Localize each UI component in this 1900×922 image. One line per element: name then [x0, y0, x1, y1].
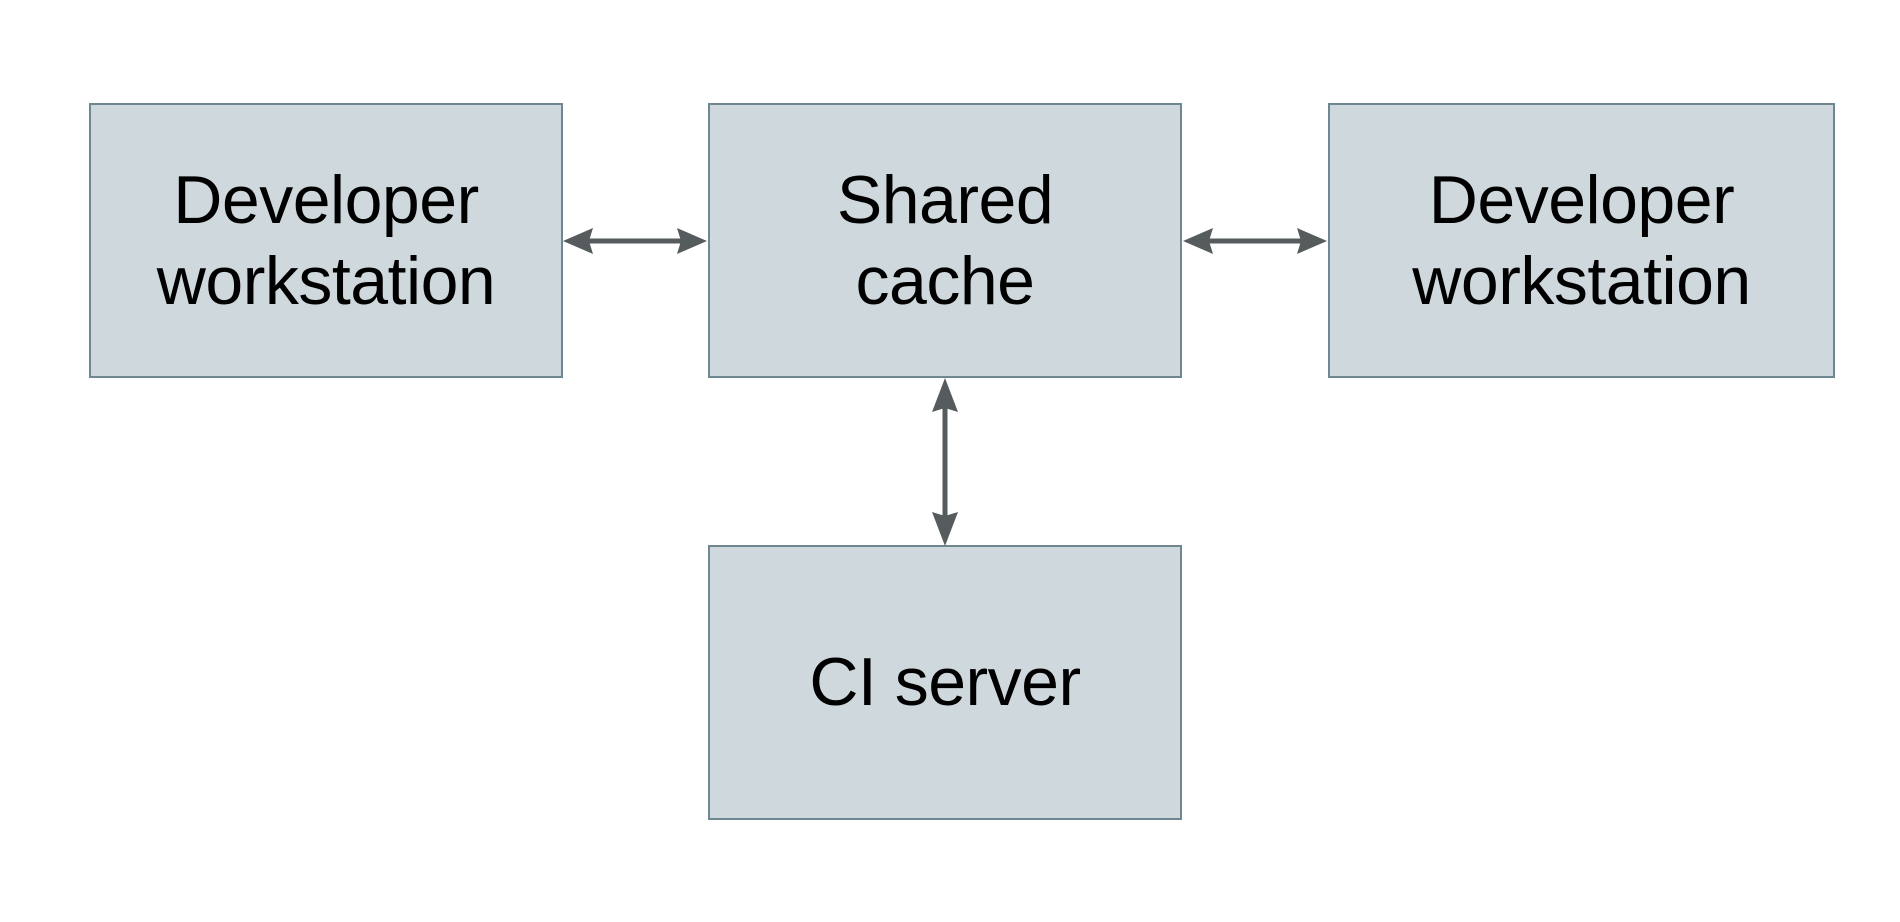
edge-developer-workstation-left-to-shared-cache — [563, 228, 707, 254]
double-arrow-icon — [563, 228, 707, 254]
node-label: Developer workstation — [1412, 162, 1751, 319]
node-label: Shared cache — [836, 162, 1054, 319]
node-label: Developer workstation — [156, 162, 496, 319]
node-label: CI server — [809, 644, 1081, 721]
node-ci-server[interactable]: CI server — [708, 545, 1182, 820]
double-arrow-icon — [932, 378, 958, 546]
edge-shared-cache-to-ci-server — [932, 378, 958, 546]
node-developer-workstation-left[interactable]: Developer workstation — [89, 103, 563, 378]
node-developer-workstation-right[interactable]: Developer workstation — [1328, 103, 1835, 378]
edge-shared-cache-to-developer-workstation-right — [1183, 228, 1327, 254]
double-arrow-icon — [1183, 228, 1327, 254]
node-shared-cache[interactable]: Shared cache — [708, 103, 1182, 378]
